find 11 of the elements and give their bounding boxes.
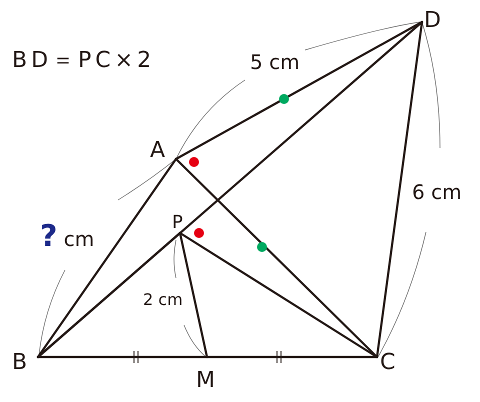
- unknown-length-label: ? cm: [40, 222, 94, 252]
- vertex-label: C: [380, 352, 396, 374]
- vertex-label: P: [172, 214, 183, 232]
- length-label: 5 cm: [250, 52, 300, 72]
- vertex-label: B: [12, 352, 28, 374]
- equation-text: BD＝PC×2: [12, 50, 156, 72]
- vertex-label: A: [150, 140, 166, 162]
- vertex-label: D: [424, 10, 441, 32]
- length-label: 2 cm: [143, 292, 183, 308]
- vertex-label: M: [196, 370, 215, 392]
- length-label: 6 cm: [412, 182, 462, 202]
